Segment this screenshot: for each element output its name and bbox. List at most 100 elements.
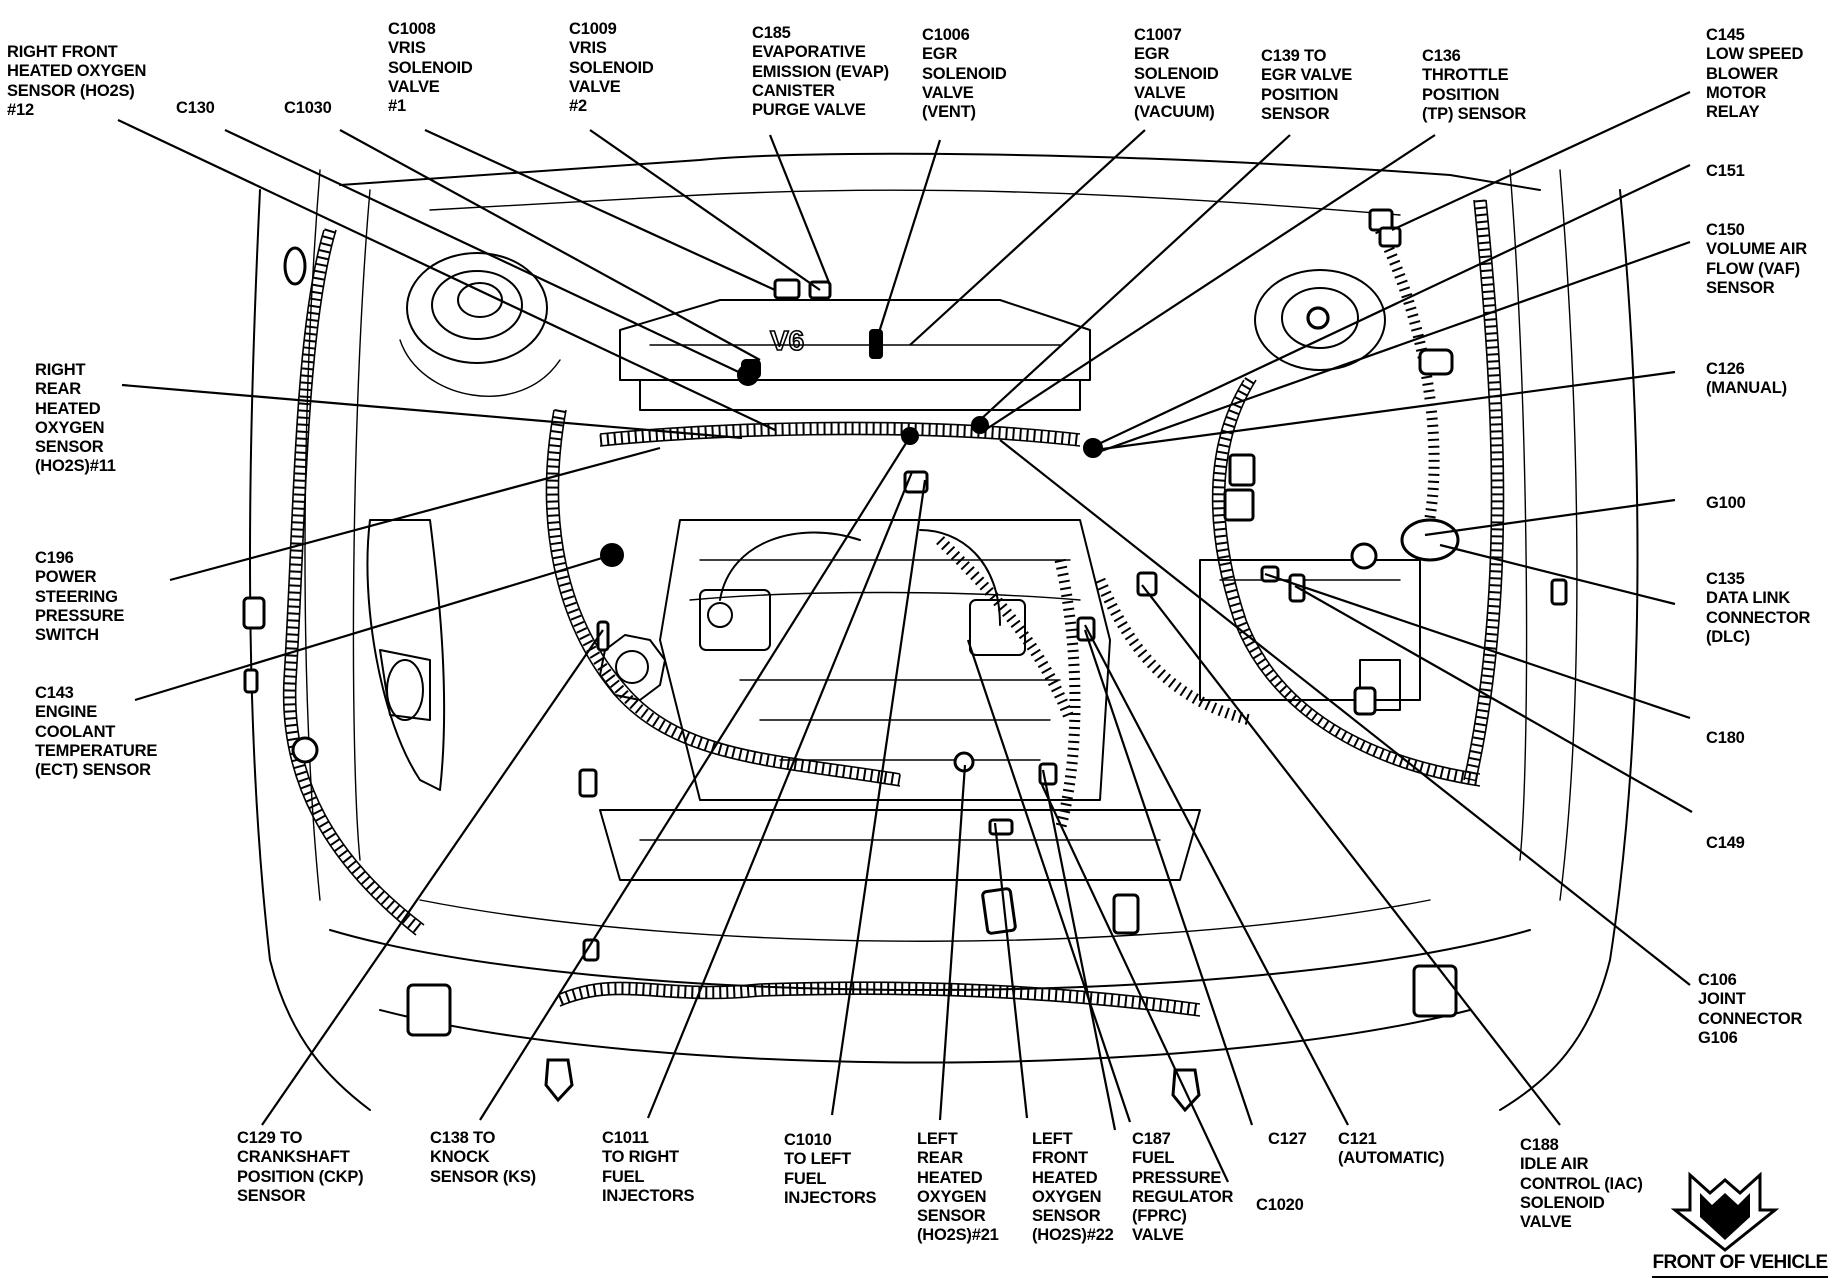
leader-c130 xyxy=(224,129,746,376)
label-line: TEMPERATURE xyxy=(35,741,158,760)
label-line: C180 xyxy=(1706,729,1745,747)
label-line: SOLENOID xyxy=(388,58,473,77)
leader-c106 xyxy=(999,439,1691,986)
front-of-vehicle-indicator: FRONT OF VEHICLE xyxy=(1640,1170,1840,1278)
label-line: VALVE xyxy=(922,83,974,102)
intake-plenum: V6 xyxy=(619,299,1091,411)
leader-rr-ho2s xyxy=(121,383,743,440)
leader-c1007 xyxy=(909,129,1146,346)
label-line: VALVE xyxy=(1132,1226,1184,1245)
label-line: SENSOR xyxy=(1032,1207,1101,1226)
wiring-harnesses xyxy=(282,199,1505,1017)
label-line: HEATED xyxy=(1032,1168,1098,1187)
label-line: C151 xyxy=(1706,162,1745,180)
label-line: TO RIGHT xyxy=(602,1148,679,1167)
label-line: C127 xyxy=(1268,1130,1307,1148)
battery-area xyxy=(1199,559,1421,711)
label-line: (VACUUM) xyxy=(1134,103,1215,122)
leader-c126 xyxy=(1094,370,1676,452)
leader-c1030 xyxy=(339,129,761,361)
label-c180: C180 xyxy=(1706,729,1745,748)
right-strut-tower xyxy=(1254,269,1386,371)
label-line: STEERING xyxy=(35,587,118,606)
label-line: C150 xyxy=(1706,221,1745,239)
label-line: #12 xyxy=(7,100,34,119)
label-line: PRESSURE xyxy=(35,606,125,625)
left-reservoir xyxy=(366,519,446,791)
label-line: SENSOR xyxy=(35,438,104,457)
label-line: RIGHT xyxy=(35,361,86,379)
label-line: EGR xyxy=(1134,45,1170,64)
label-line: (VENT) xyxy=(922,103,976,122)
engine-bay-artwork: V6 xyxy=(242,152,1639,1113)
label-line: OXYGEN xyxy=(35,418,105,437)
radiator-support xyxy=(419,899,1431,942)
label-g100: G100 xyxy=(1706,494,1746,513)
label-line: (MANUAL) xyxy=(1706,379,1787,398)
label-line: C1008 xyxy=(388,20,436,38)
label-c127: C127 xyxy=(1268,1130,1307,1149)
label-line: C126 xyxy=(1706,360,1745,378)
label-c121: C121(AUTOMATIC) xyxy=(1338,1130,1444,1169)
leader-c187 xyxy=(966,639,1132,1123)
label-line: PURGE VALVE xyxy=(752,101,866,120)
label-line: #2 xyxy=(569,97,587,116)
label-line: SENSOR xyxy=(237,1186,306,1205)
label-line: C1006 xyxy=(922,26,970,44)
label-line: VRIS xyxy=(569,39,607,58)
label-line: C135 xyxy=(1706,570,1745,588)
leader-lf-ho2s xyxy=(993,822,1029,1119)
label-line: (FPRC) xyxy=(1132,1207,1187,1226)
label-line: INJECTORS xyxy=(784,1188,877,1207)
leader-c1009 xyxy=(589,129,821,291)
leader-c129 xyxy=(261,629,604,1126)
label-line: IDLE AIR xyxy=(1520,1155,1589,1174)
label-line: SENSOR xyxy=(1706,278,1775,297)
front-of-vehicle-label: FRONT OF VEHICLE xyxy=(1652,1252,1828,1278)
label-line: INJECTORS xyxy=(602,1186,695,1205)
label-line: RELAY xyxy=(1706,103,1760,122)
leader-lr-ho2s xyxy=(938,764,967,1121)
cowl-outline xyxy=(339,152,1541,191)
leader-c188 xyxy=(1141,584,1561,1126)
leader-c1010 xyxy=(830,479,927,1116)
leader-c1006 xyxy=(873,139,942,346)
label-line: C196 xyxy=(35,549,74,567)
label-line: RIGHT FRONT xyxy=(7,43,118,61)
label-line: C1011 xyxy=(602,1129,649,1147)
right-fender-inner xyxy=(1559,169,1578,901)
label-line: VALVE xyxy=(388,77,440,96)
leader-c150 xyxy=(1089,240,1691,457)
label-line: LOW SPEED xyxy=(1706,45,1804,64)
label-line: TO LEFT xyxy=(784,1150,852,1169)
label-line: C1009 xyxy=(569,20,617,38)
label-line: PRESSURE xyxy=(1132,1168,1222,1187)
bumper-top xyxy=(329,929,1531,991)
right-fender-outline xyxy=(1499,189,1639,1111)
label-line: C187 xyxy=(1132,1130,1171,1148)
leader-rf-ho2s xyxy=(117,119,776,431)
label-line: VALVE xyxy=(1134,83,1186,102)
label-line: COOLANT xyxy=(35,722,116,741)
label-line: POSITION xyxy=(1261,85,1339,104)
label-line: SOLENOID xyxy=(1134,64,1219,83)
leader-c196 xyxy=(169,446,661,582)
leader-c149 xyxy=(1294,585,1693,813)
label-line: HEATED xyxy=(917,1168,983,1187)
leader-c180 xyxy=(1264,572,1691,720)
label-line: VOLUME AIR xyxy=(1706,240,1807,259)
left-fender-outline xyxy=(249,189,371,1111)
leader-c138 xyxy=(479,439,909,1121)
engine-badge: V6 xyxy=(770,325,804,356)
label-c149: C149 xyxy=(1706,834,1745,853)
